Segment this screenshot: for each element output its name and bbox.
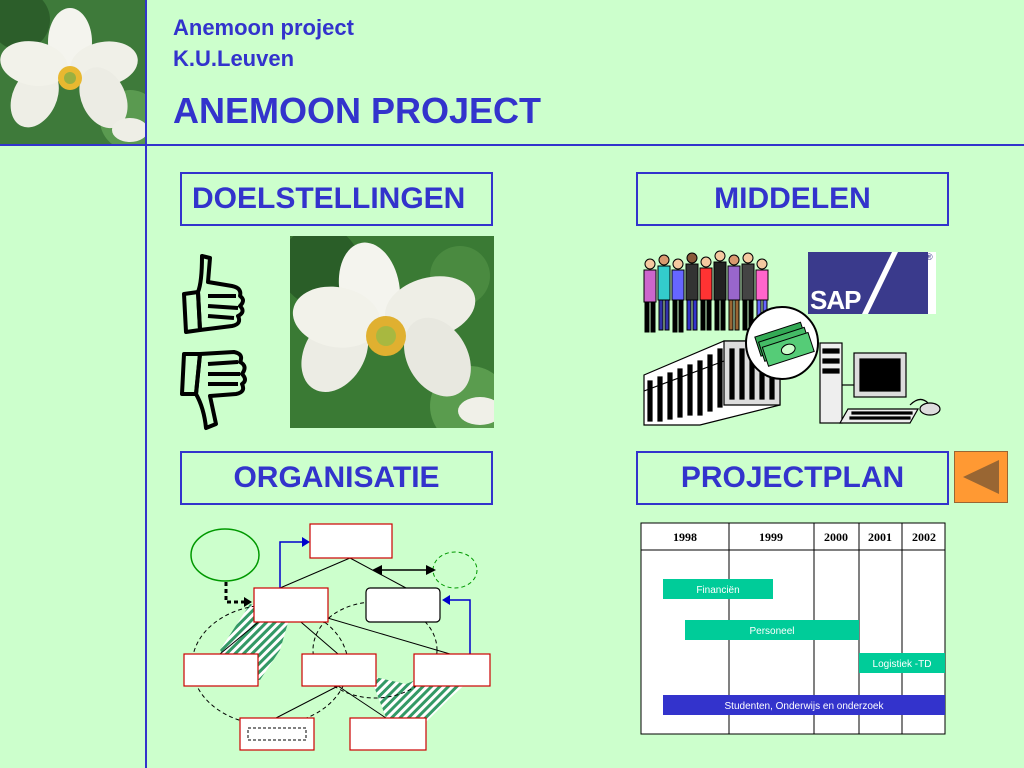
thumbs-icons xyxy=(180,254,247,430)
thumbs-down-icon xyxy=(180,350,247,430)
org-box xyxy=(365,587,441,623)
gantt-bar xyxy=(859,653,945,673)
gantt-bar-label: Financiën xyxy=(696,585,739,596)
building-illustration xyxy=(643,340,781,426)
org-box xyxy=(413,653,491,687)
gantt-bar-label: Personeel xyxy=(749,626,794,637)
org-box xyxy=(183,653,259,687)
org-ellipse xyxy=(190,528,260,582)
org-ellipse-dashed xyxy=(432,551,478,589)
header-university: K.U.Leuven xyxy=(173,46,295,71)
section-middelen[interactable]: MIDDELEN xyxy=(636,172,949,226)
triangle-left-icon xyxy=(963,460,999,494)
year-label: 2000 xyxy=(824,530,848,544)
organisation-diagram xyxy=(183,523,491,751)
resources-illustration xyxy=(643,306,941,426)
thumbs-up-icon xyxy=(182,254,245,334)
year-label: 2002 xyxy=(912,530,936,544)
org-box xyxy=(309,523,393,559)
logo-flower xyxy=(0,0,145,144)
gantt-chart: 1998 1999 2000 2001 2002 Financiën Perso… xyxy=(640,522,946,735)
page-title: ANEMOON PROJECT xyxy=(173,90,542,131)
section-organisatie[interactable]: ORGANISATIE xyxy=(180,451,493,505)
back-button[interactable] xyxy=(954,451,1008,503)
money-icon xyxy=(745,306,819,380)
sap-logo: SAP ® xyxy=(808,252,936,315)
org-inner-box xyxy=(247,727,307,741)
section-doelstellingen[interactable]: DOELSTELLINGEN xyxy=(180,172,493,226)
org-box xyxy=(349,717,427,751)
gantt-bar xyxy=(663,579,773,599)
org-box xyxy=(253,587,329,623)
header-project: Anemoon project xyxy=(173,15,354,40)
sap-logo-text: SAP xyxy=(810,285,861,315)
horizontal-divider xyxy=(0,144,1024,146)
vertical-divider xyxy=(145,0,147,768)
gantt-bar xyxy=(685,620,859,640)
gantt-bar-label: Logistiek -TD xyxy=(873,659,932,670)
year-label: 1999 xyxy=(759,530,783,544)
year-label: 2001 xyxy=(868,530,892,544)
computer-icon xyxy=(819,342,941,424)
sap-registered-mark: ® xyxy=(926,252,933,262)
year-label: 1998 xyxy=(673,530,697,544)
section-projectplan[interactable]: PROJECTPLAN xyxy=(636,451,949,505)
gantt-bar xyxy=(663,695,945,715)
org-box xyxy=(301,653,377,687)
anemone-photo xyxy=(290,236,494,428)
gantt-bar-label: Studenten, Onderwijs en onderzoek xyxy=(725,701,885,712)
